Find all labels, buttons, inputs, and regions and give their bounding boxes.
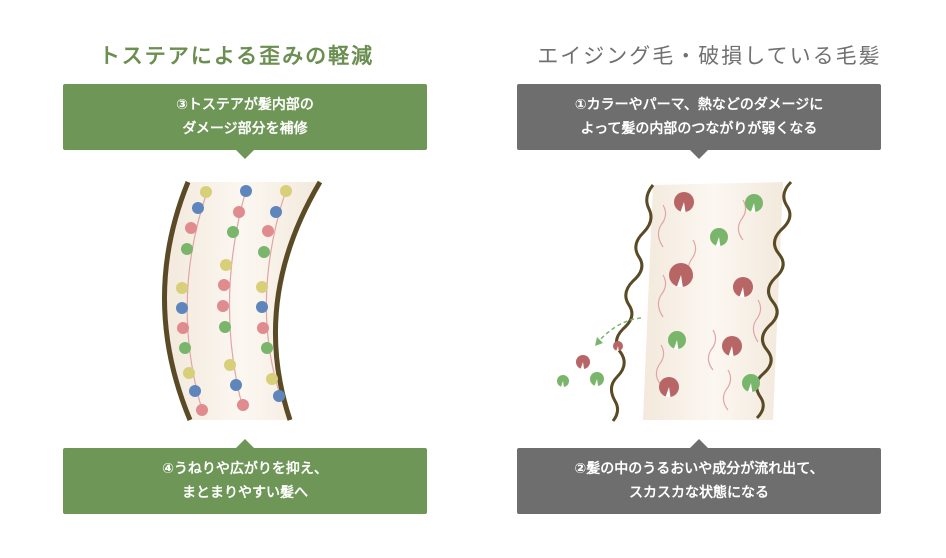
- particle-crack: [560, 381, 564, 387]
- particle-crack: [665, 387, 671, 397]
- hair-strand-body: [643, 182, 783, 420]
- repair-particle: [177, 322, 189, 334]
- callout-line: ②髪の中のうるおいや成分が流れ出て、: [574, 461, 824, 477]
- hair-strand-body: [164, 182, 320, 420]
- repair-particle: [257, 322, 269, 334]
- right-title: エイジング毛・破損している毛髪: [537, 44, 882, 68]
- repair-particle: [183, 367, 195, 379]
- particle-crack: [728, 346, 734, 356]
- repair-particle: [261, 342, 273, 354]
- particle-crack: [747, 383, 753, 392]
- repair-particle: [227, 226, 239, 238]
- particle-crack: [715, 237, 721, 246]
- left-title: トステアによる歪みの軽減: [98, 43, 375, 68]
- repaired-hair-illustration: [162, 180, 323, 421]
- particle-crack: [594, 379, 599, 386]
- hair-outline-left: [610, 184, 655, 422]
- left-top-callout: ③トステアが髪内部の ダメージ部分を補修: [63, 84, 427, 159]
- repair-particle: [185, 222, 197, 234]
- damaged-hair-illustration: [557, 180, 793, 422]
- left-panel: トステアによる歪みの軽減 ③トステアが髪内部の ダメージ部分を補修 ④うねりや広…: [63, 43, 427, 514]
- repair-particle: [224, 359, 236, 371]
- repair-particle: [219, 321, 231, 333]
- callout-line: ③トステアが髪内部の: [176, 97, 314, 113]
- particle-crack: [750, 203, 756, 212]
- callout-line: まとまりやすい髪へ: [182, 485, 308, 501]
- right-top-callout: ①カラーやパーマ、熱などのダメージに よって髪の内部のつながりが弱くなる: [517, 84, 881, 159]
- repair-particle: [181, 243, 193, 255]
- repair-particle: [218, 279, 230, 291]
- right-bottom-callout: ②髪の中のうるおいや成分が流れ出て、 スカスカな状態になる: [517, 439, 881, 514]
- particle-crack: [580, 362, 585, 369]
- callout-line: ①カラーやパーマ、熱などのダメージに: [574, 97, 824, 113]
- particle-crack: [680, 202, 686, 212]
- callout-line: ダメージ部分を補修: [182, 121, 308, 137]
- repair-particle: [196, 404, 208, 416]
- repair-particle: [237, 399, 249, 411]
- repair-particle: [258, 246, 270, 258]
- repair-particle: [262, 225, 274, 237]
- callout-pointer: [236, 150, 254, 159]
- particle-crack: [676, 275, 683, 287]
- leak-arrowhead: [595, 337, 603, 346]
- repair-particle: [233, 206, 245, 218]
- callout-line: スカスカな状態になる: [629, 485, 769, 501]
- callout-pointer: [690, 150, 708, 159]
- callout-line: よって髪の内部のつながりが弱くなる: [580, 121, 818, 137]
- particle-crack: [616, 346, 619, 351]
- left-bottom-callout: ④うねりや広がりを抑え、 まとまりやすい髪へ: [63, 439, 427, 514]
- fiber-line: [186, 191, 208, 411]
- repair-particles: [176, 185, 292, 416]
- leak-arrow: [597, 317, 642, 343]
- damaged-particles: [557, 192, 763, 397]
- repair-particle: [189, 385, 201, 397]
- particle-crack: [673, 340, 679, 349]
- repair-particle: [270, 206, 282, 218]
- repair-particle: [217, 300, 229, 312]
- repair-particle: [273, 390, 285, 402]
- hair-outline-left: [162, 181, 193, 421]
- repair-particle: [179, 342, 191, 354]
- repair-particle: [176, 302, 188, 314]
- repair-particle: [200, 186, 212, 198]
- repair-particle: [230, 379, 242, 391]
- callout-line: ④うねりや広がりを抑え、: [162, 461, 328, 477]
- repair-particle: [176, 282, 188, 294]
- particle-crack: [739, 287, 745, 297]
- repair-particle: [256, 281, 268, 293]
- repair-particle: [240, 185, 252, 197]
- hair-outline-right: [272, 180, 323, 421]
- repair-particle: [192, 202, 204, 214]
- callout-pointer: [690, 439, 708, 448]
- callout-pointer: [236, 439, 254, 448]
- repair-particle: [220, 259, 232, 271]
- right-panel: エイジング毛・破損している毛髪 ①カラーやパーマ、熱などのダメージに よって髪の…: [473, 0, 946, 558]
- repair-particle: [266, 373, 278, 385]
- repair-particle: [280, 185, 292, 197]
- repair-particle: [256, 301, 268, 313]
